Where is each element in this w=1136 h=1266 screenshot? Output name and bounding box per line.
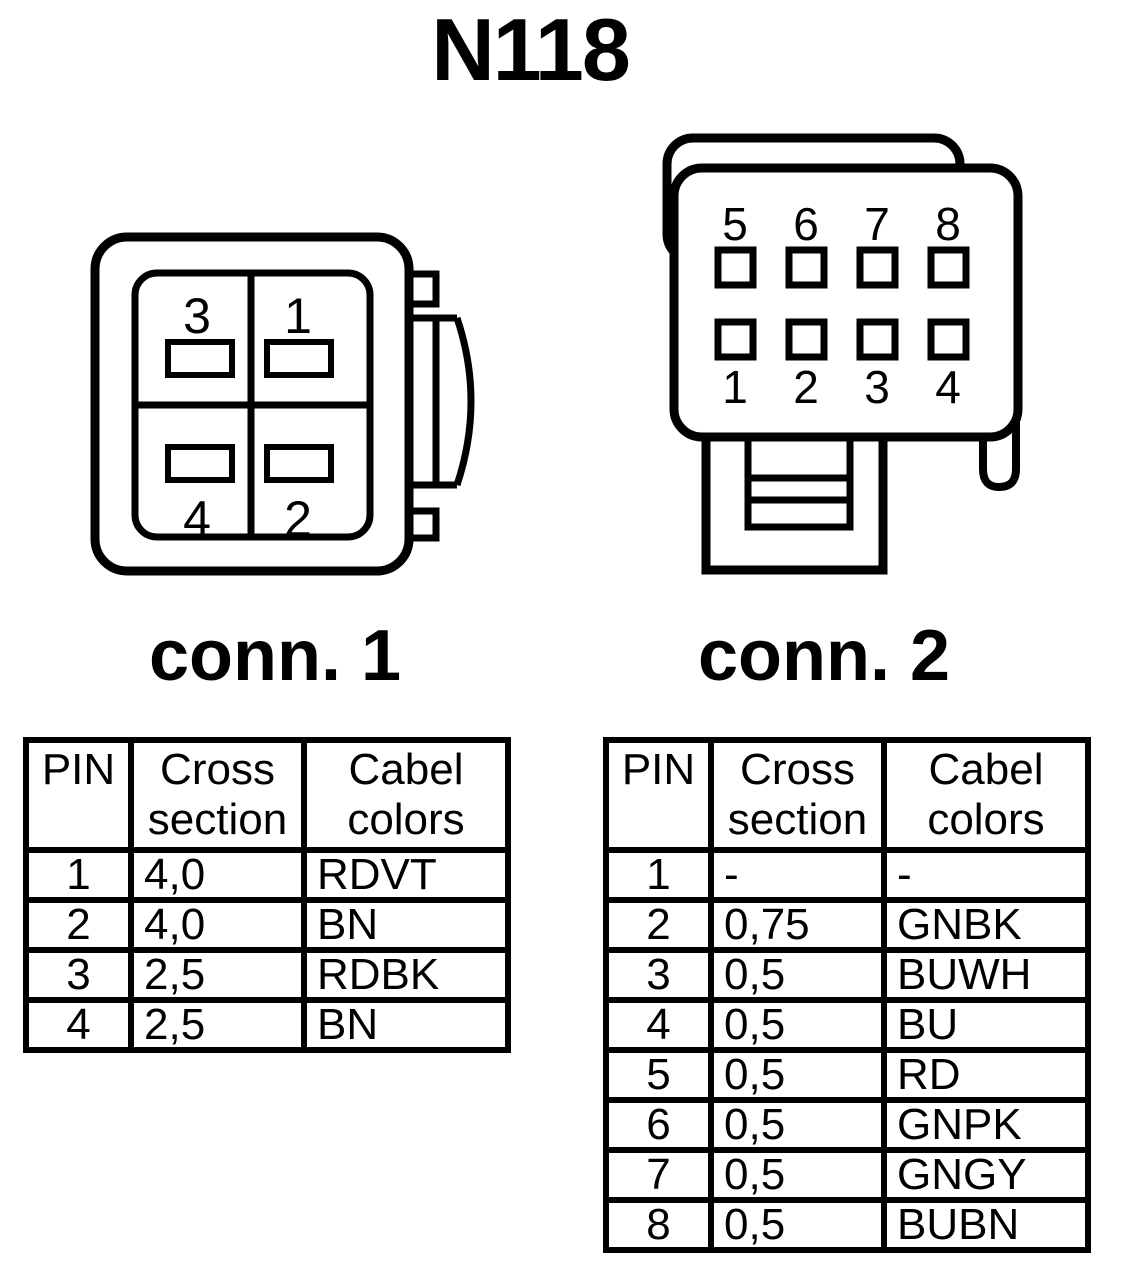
table-row: 2 0,75 GNBK [603, 897, 1091, 953]
conn1-slot-pin4 [165, 444, 235, 483]
conn1-pin-label-2: 2 [284, 491, 312, 547]
color-cell: RD [881, 1047, 1091, 1103]
pin-cell: 6 [603, 1097, 714, 1153]
conn1-pin-label-4: 4 [183, 491, 211, 547]
conn1-pin-label-3: 3 [183, 288, 211, 344]
cross-cell: 0,5 [708, 1097, 887, 1153]
conn1-quadrant-dividers [135, 273, 370, 537]
color-cell: BU [881, 997, 1091, 1053]
table-row: 7 0,5 GNGY [603, 1147, 1091, 1203]
header-cable-colors: Cabel colors [881, 737, 1091, 853]
color-cell: - [881, 847, 1091, 903]
table-conn1: PIN Cross section Cabel colors 1 4,0 RDV… [23, 737, 511, 1053]
conn2-pin-label-5: 5 [722, 198, 748, 250]
table-row: 5 0,5 RD [603, 1047, 1091, 1103]
conn2-pin-label-7: 7 [864, 198, 890, 250]
conn2-hole-pin5 [714, 246, 757, 289]
conn2-pin-label-3: 3 [864, 361, 890, 413]
conn2-hole-pin8 [927, 246, 970, 289]
color-cell: RDVT [301, 847, 511, 903]
connector2-caption: conn. 2 [697, 616, 951, 696]
table-row: 3 2,5 RDBK [23, 947, 511, 1003]
conn1-latch-top-tab [405, 270, 440, 308]
conn2-hole-pin3 [856, 318, 899, 361]
table-row: 2 4,0 BN [23, 897, 511, 953]
connector1-drawing: 3 1 4 2 [90, 232, 475, 576]
color-cell: BN [301, 997, 511, 1053]
conn2-hole-pin1 [714, 318, 757, 361]
table-row: 3 0,5 BUWH [603, 947, 1091, 1003]
conn2-pin-label-8: 8 [935, 198, 961, 250]
color-cell: BUWH [881, 947, 1091, 1003]
color-cell: GNPK [881, 1097, 1091, 1153]
table-conn1-header-row: PIN Cross section Cabel colors [23, 737, 511, 853]
page-title: N118 [431, 0, 631, 99]
cross-cell: 0,5 [708, 947, 887, 1003]
pin-cell: 8 [603, 1197, 714, 1253]
table-row: 8 0,5 BUBN [603, 1197, 1091, 1253]
color-cell: BN [301, 897, 511, 953]
conn2-pin-label-6: 6 [793, 198, 819, 250]
pin-cell: 3 [23, 947, 134, 1003]
color-cell: RDBK [301, 947, 511, 1003]
table-row: 4 2,5 BN [23, 997, 511, 1053]
pin-cell: 4 [603, 997, 714, 1053]
conn1-slot-pin2 [264, 444, 334, 483]
pin-cell: 2 [23, 897, 134, 953]
cross-cell: - [708, 847, 887, 903]
conn1-slot-pin1 [264, 339, 334, 378]
cross-cell: 0,5 [708, 1047, 887, 1103]
cross-cell: 0,5 [708, 997, 887, 1053]
conn1-latch-bottom-tab [405, 507, 440, 542]
pin-cell: 1 [23, 847, 134, 903]
conn1-outer-housing [90, 232, 414, 576]
color-cell: GNBK [881, 897, 1091, 953]
header-cross-section: Cross section [128, 737, 307, 853]
conn2-pin-label-4: 4 [935, 361, 961, 413]
pin-cell: 2 [603, 897, 714, 953]
cross-cell: 0,75 [708, 897, 887, 953]
conn1-latch-curve [413, 314, 475, 489]
color-cell: BUBN [881, 1197, 1091, 1253]
conn2-hole-pin6 [785, 246, 828, 289]
cross-cell: 4,0 [128, 847, 307, 903]
table-conn2-header-row: PIN Cross section Cabel colors [603, 737, 1091, 853]
conn1-pin-label-1: 1 [284, 288, 312, 344]
connector2-drawing: 5 6 7 8 1 2 3 4 [662, 133, 1023, 575]
conn2-hole-pin2 [785, 318, 828, 361]
pin-cell: 7 [603, 1147, 714, 1203]
header-pin: PIN [603, 737, 714, 853]
pin-cell: 1 [603, 847, 714, 903]
conn2-front-face [669, 163, 1023, 442]
table-row: 4 0,5 BU [603, 997, 1091, 1053]
cross-cell: 4,0 [128, 897, 307, 953]
header-cable-colors: Cabel colors [301, 737, 511, 853]
cross-cell: 2,5 [128, 997, 307, 1053]
color-cell: GNGY [881, 1147, 1091, 1203]
header-pin: PIN [23, 737, 134, 853]
conn2-pin-label-2: 2 [793, 361, 819, 413]
cross-cell: 2,5 [128, 947, 307, 1003]
conn2-lock-stripes [748, 474, 850, 504]
pin-cell: 5 [603, 1047, 714, 1103]
table-row: 1 - - [603, 847, 1091, 903]
conn1-slot-pin3 [165, 339, 235, 378]
cross-cell: 0,5 [708, 1197, 887, 1253]
conn2-hole-pin4 [927, 318, 970, 361]
table-row: 6 0,5 GNPK [603, 1097, 1091, 1153]
conn2-pin-label-1: 1 [722, 361, 748, 413]
table-conn2: PIN Cross section Cabel colors 1 - - 2 0… [603, 737, 1091, 1253]
pin-cell: 4 [23, 997, 134, 1053]
connector1-caption: conn. 1 [148, 616, 402, 696]
pin-cell: 3 [603, 947, 714, 1003]
conn2-hole-pin7 [856, 246, 899, 289]
table-row: 1 4,0 RDVT [23, 847, 511, 903]
header-cross-section: Cross section [708, 737, 887, 853]
cross-cell: 0,5 [708, 1147, 887, 1203]
